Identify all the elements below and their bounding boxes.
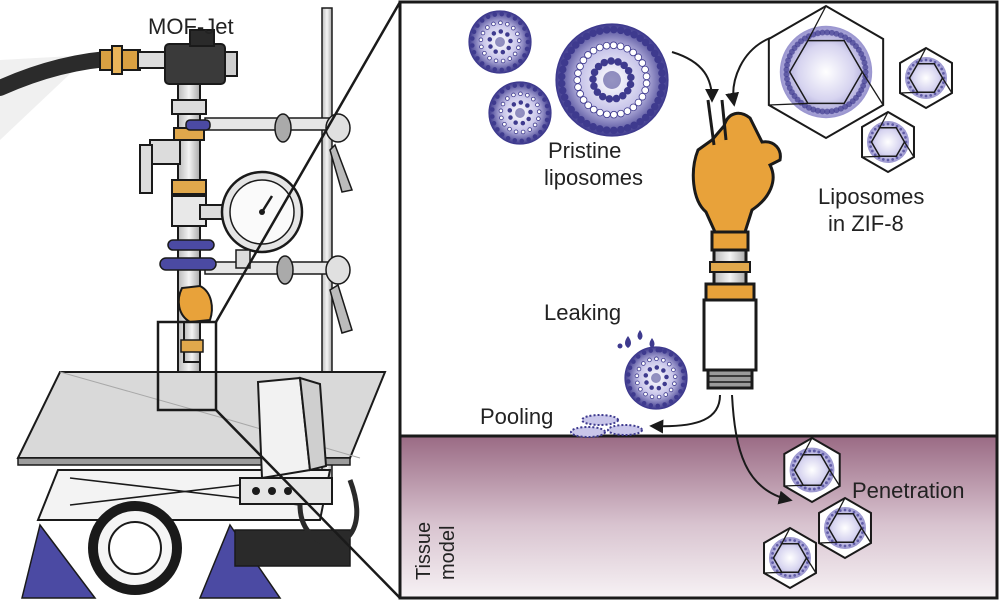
nozzle-left xyxy=(177,284,213,363)
lab-jack xyxy=(21,469,351,599)
apparatus xyxy=(0,7,387,599)
liposome-pristine-3 xyxy=(555,23,669,137)
zif8-crystal-small-1 xyxy=(899,46,953,110)
purple-ties xyxy=(159,119,217,271)
label-leaking: Leaking xyxy=(544,300,621,325)
zif8-crystal-tissue-3 xyxy=(763,526,817,590)
liposome-leaking xyxy=(624,346,688,410)
arrow-pooling xyxy=(649,394,721,434)
brass-fitting xyxy=(99,45,167,75)
pooled-liposomes xyxy=(570,414,643,438)
leak-droplets xyxy=(617,330,663,353)
label-zif-1: Liposomes xyxy=(818,184,924,209)
arrow-pristine-in xyxy=(671,51,719,103)
text-labels: MOF-Jet Pristine liposomes Liposomes in … xyxy=(148,14,965,580)
zif8-crystal-tissue-1 xyxy=(783,436,841,504)
label-pooling: Pooling xyxy=(480,404,553,429)
nozzle-zoom xyxy=(691,99,782,390)
zoom-region xyxy=(156,320,218,412)
label-pristine-2: liposomes xyxy=(544,165,643,190)
label-tissue-2: model xyxy=(437,526,459,580)
zif8-crystal-small-2 xyxy=(861,110,915,174)
liposome-pristine-1 xyxy=(468,10,532,74)
zoom-line-top xyxy=(214,1,402,323)
arrow-zif-in xyxy=(725,37,771,107)
flow-arrows xyxy=(649,37,793,505)
label-tissue-1: Tissue xyxy=(413,522,435,580)
controller-box xyxy=(239,376,360,547)
label-device: MOF-Jet xyxy=(148,14,234,39)
label-zif-2: in ZIF-8 xyxy=(828,211,904,236)
zoom-line-bottom xyxy=(215,409,401,599)
liposome-layer xyxy=(468,10,688,410)
platform-plate xyxy=(16,371,387,459)
label-penetration: Penetration xyxy=(852,478,965,503)
clamp-upper xyxy=(204,113,354,193)
liposome-pristine-2 xyxy=(488,81,552,145)
black-valve xyxy=(164,29,238,85)
tissue-region xyxy=(401,436,996,597)
zif8-crystal-tissue-2 xyxy=(818,496,872,560)
arrow-penetration xyxy=(731,394,793,505)
pressure-gauge xyxy=(220,170,304,269)
label-pristine-1: Pristine xyxy=(548,138,621,163)
